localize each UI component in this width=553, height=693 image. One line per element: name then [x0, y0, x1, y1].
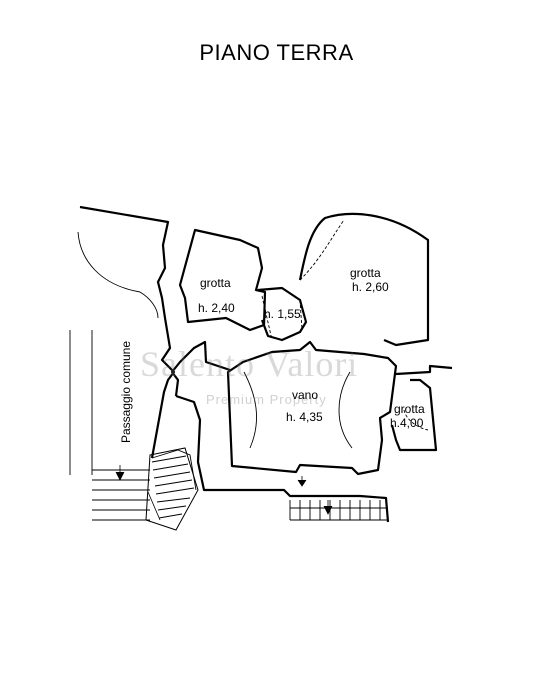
wall-bottom [175, 394, 390, 523]
room-grotta-260-height: h. 2,60 [352, 280, 389, 294]
door-swing-top [77, 231, 141, 293]
room-grotta-260-name: grotta [350, 266, 381, 280]
room-grotta-400-name: grotta [394, 402, 425, 416]
passage-steps [92, 469, 150, 521]
passage-label: Passaggio comune [119, 340, 133, 444]
garden-curve [139, 291, 159, 319]
wall-left-lower [170, 340, 231, 397]
arrow-vano [297, 476, 307, 487]
room-vano-name: vano [292, 388, 319, 402]
grotta-260-divider [299, 219, 345, 281]
arrow-passage [115, 465, 125, 481]
wall-grotta-400 [390, 364, 453, 452]
arrow-landing [323, 500, 333, 515]
staircase [145, 447, 199, 531]
stair-rail [151, 449, 197, 491]
vault-arc-right [338, 371, 353, 449]
wall-vano [226, 340, 398, 476]
grotta-155-dash [261, 295, 303, 341]
wall-grotta-240 [178, 228, 267, 332]
walls [79, 205, 453, 523]
watermark-brand: Salento Valori [140, 344, 359, 384]
arrows [115, 465, 333, 515]
page-title: PIANO TERRA [199, 40, 354, 65]
grotta-400-arc [403, 409, 429, 431]
wall-left-upper [79, 205, 176, 459]
wall-grotta-155 [257, 286, 308, 342]
room-grotta-240-height: h. 2,40 [198, 301, 235, 315]
room-vano-height: h. 4,35 [286, 410, 323, 424]
watermark-tagline: Premium Property [206, 392, 327, 407]
wall-grotta-260 [298, 212, 430, 347]
room-grotta-155-height: h. 1,55 [264, 307, 301, 321]
vault-arc-left [243, 371, 257, 449]
room-grotta-400-height: h.4,00 [390, 416, 424, 430]
room-grotta-240-name: grotta [200, 276, 231, 290]
landing-steps [289, 500, 388, 521]
